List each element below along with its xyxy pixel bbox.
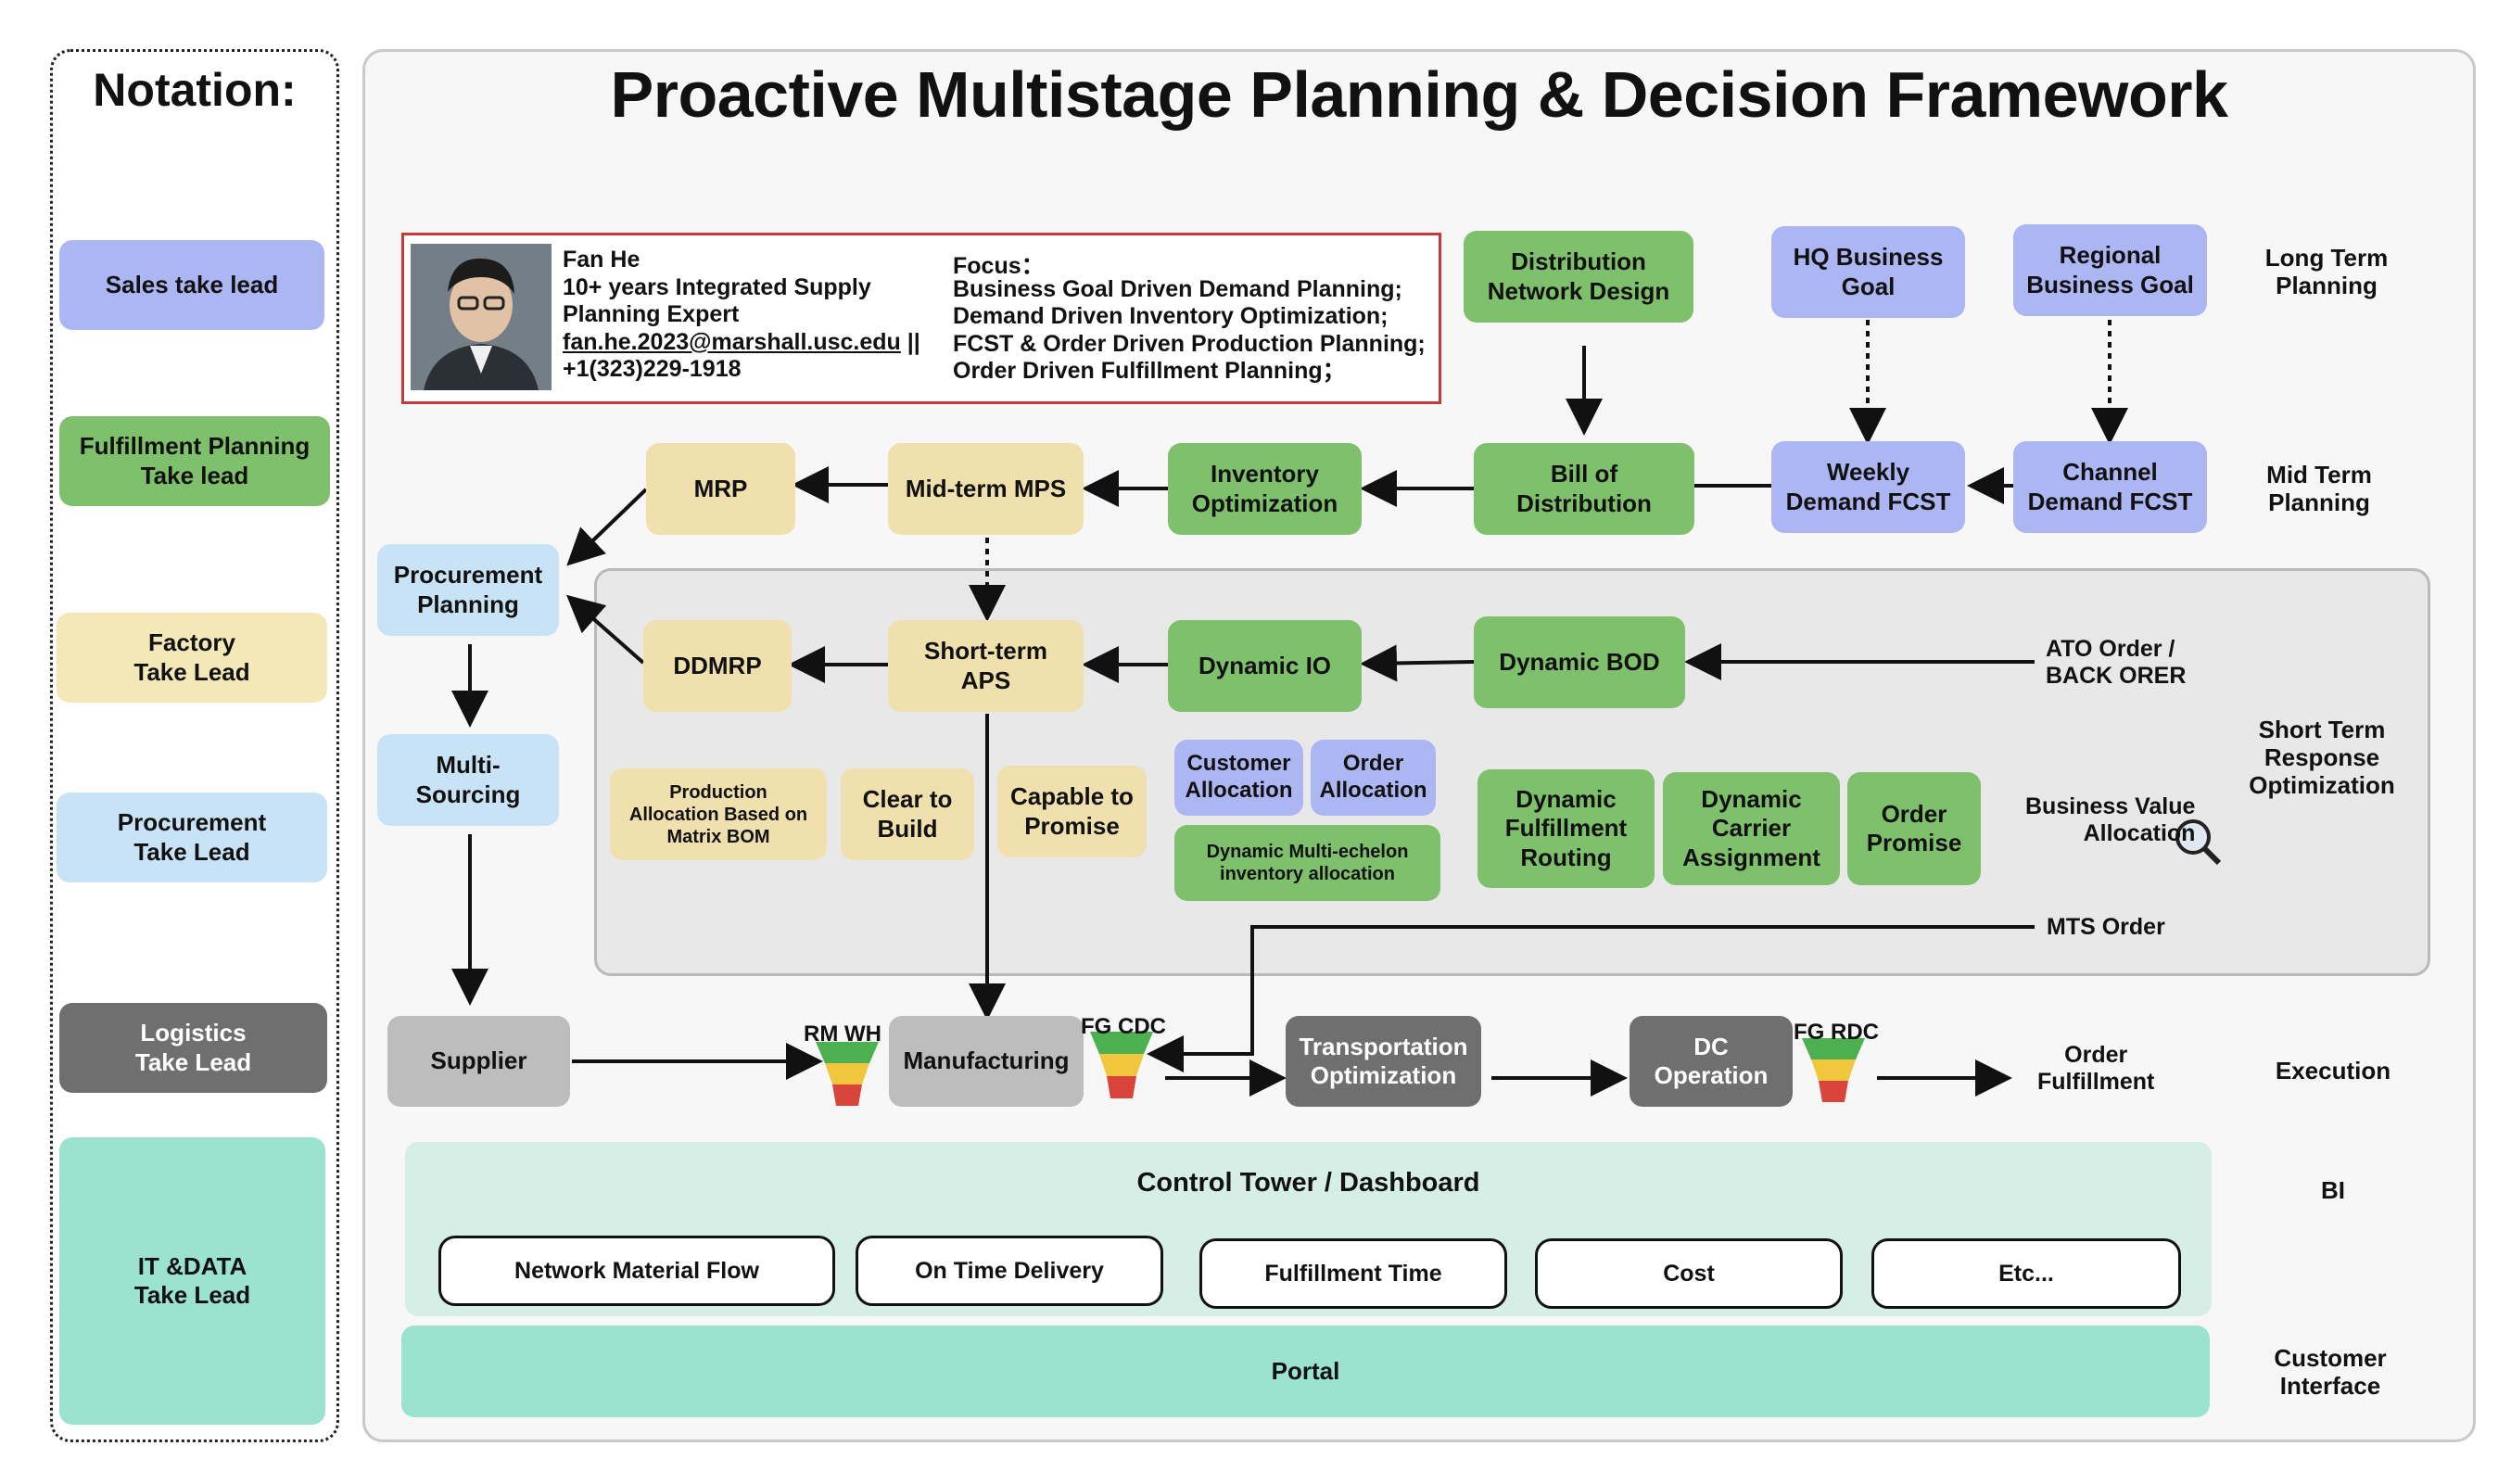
- rm-wh-label: RM WH: [804, 1021, 881, 1046]
- portal-bar[interactable]: Portal: [401, 1325, 2210, 1417]
- profile-name: Fan He: [563, 247, 640, 273]
- control-tower-title: Control Tower / Dashboard: [1136, 1168, 1480, 1198]
- notation-sales: Sales take lead: [59, 240, 324, 330]
- kpi-fulfillment-time[interactable]: Fulfillment Time: [1199, 1238, 1507, 1309]
- business-value-allocation-label: Business Value Allocation: [2025, 793, 2196, 846]
- notation-it-data: IT &DATA Take Lead: [59, 1137, 325, 1425]
- mid-term-mps-box: Mid-term MPS: [888, 443, 1084, 535]
- notation-it-data-label: IT &DATA Take Lead: [133, 1251, 251, 1309]
- notation-panel: [50, 49, 339, 1442]
- focus-item: Order Driven Fulfillment Planning；: [953, 357, 1346, 384]
- fg-rdc-label: FG RDC: [1794, 1020, 1879, 1045]
- horizon-short-term: Short Term Response Optimization: [2249, 716, 2395, 799]
- short-term-aps-box: Short-term APS: [888, 620, 1084, 712]
- notation-logistics-label: Logistics Take Lead: [134, 1019, 252, 1076]
- focus-title: Focus：: [953, 253, 1045, 279]
- procurement-planning-box: Procurement Planning: [377, 544, 559, 636]
- kpi-etc[interactable]: Etc...: [1871, 1238, 2181, 1309]
- ddmrp-box: DDMRP: [643, 620, 792, 712]
- horizon-bi: BI: [2321, 1176, 2345, 1204]
- horizon-mid-term: Mid Term Planning: [2266, 461, 2372, 516]
- capable-to-promise-box: Capable to Promise: [997, 766, 1147, 857]
- horizon-customer-interface: Customer Interface: [2274, 1344, 2387, 1400]
- ato-order-label: ATO Order / BACK ORER: [2046, 636, 2187, 689]
- profile-email[interactable]: fan.he.2023@marshall.usc.edu: [563, 329, 901, 355]
- clear-to-build-box: Clear to Build: [841, 768, 974, 860]
- production-allocation-box: Production Allocation Based on Matrix BO…: [610, 768, 827, 860]
- horizon-long-term: Long Term Planning: [2264, 244, 2389, 299]
- notation-factory: Factory Take Lead: [57, 613, 327, 703]
- profile-headline: 10+ years Integrated Supply Planning Exp…: [563, 274, 871, 328]
- order-promise-box: Order Promise: [1847, 772, 1981, 885]
- notation-procurement-label: Procurement Take Lead: [117, 808, 267, 866]
- magnifier-icon: [2175, 819, 2222, 866]
- dynamic-fulfillment-routing-box: Dynamic Fulfillment Routing: [1477, 769, 1655, 888]
- notation-fulfillment-label: Fulfillment Planning Take lead: [79, 432, 311, 489]
- regional-business-goal-box: Regional Business Goal: [2013, 224, 2207, 316]
- focus-item: Business Goal Driven Demand Planning;: [953, 276, 1402, 302]
- kpi-on-time-delivery[interactable]: On Time Delivery: [856, 1236, 1163, 1306]
- inventory-optimization-box: Inventory Optimization: [1168, 443, 1362, 535]
- person-silhouette-icon: [411, 244, 552, 390]
- focus-item: Demand Driven Inventory Optimization;: [953, 303, 1389, 330]
- fg-cdc-label: FG CDC: [1081, 1014, 1166, 1039]
- profile-phone: +1(323)229-1918: [563, 356, 742, 383]
- manufacturing-box: Manufacturing: [889, 1016, 1084, 1107]
- focus-item: FCST & Order Driven Production Planning;: [953, 330, 1426, 357]
- order-fulfillment-label: Order Fulfillment: [2037, 1042, 2155, 1095]
- kpi-cost[interactable]: Cost: [1535, 1238, 1843, 1309]
- notation-heading: Notation:: [93, 64, 297, 116]
- profile-contact: fan.he.2023@marshall.usc.edu || +1(323)2…: [563, 329, 920, 384]
- profile-separator: ||: [900, 329, 920, 355]
- inventory-funnel-icon: [816, 1042, 879, 1106]
- arrow-bod-to-dynio: [1360, 644, 1475, 682]
- page-title: Proactive Multistage Planning & Decision…: [610, 58, 2228, 131]
- transportation-optimization-box: Transportation Optimization: [1286, 1016, 1481, 1107]
- arrow-mrp-to-procurement: [566, 488, 648, 566]
- order-allocation-box: Order Allocation: [1311, 740, 1436, 816]
- mts-order-label: MTS Order: [2047, 914, 2165, 940]
- kpi-network-material-flow[interactable]: Network Material Flow: [438, 1236, 835, 1306]
- inventory-funnel-icon: [1090, 1032, 1153, 1098]
- arrow-ddmrp-to-procurement: [566, 594, 645, 665]
- hq-business-goal-box: HQ Business Goal: [1771, 226, 1965, 318]
- customer-allocation-box: Customer Allocation: [1174, 740, 1303, 816]
- notation-logistics: Logistics Take Lead: [59, 1003, 327, 1093]
- focus-list: Business Goal Driven Demand Planning; De…: [953, 276, 1426, 385]
- supplier-box: Supplier: [387, 1016, 570, 1107]
- notation-factory-label: Factory Take Lead: [133, 628, 250, 686]
- notation-sales-label: Sales take lead: [105, 270, 279, 298]
- bill-of-distribution-box: Bill of Distribution: [1474, 443, 1694, 535]
- profile-photo: [411, 244, 552, 390]
- mrp-box: MRP: [646, 443, 795, 535]
- horizon-execution: Execution: [2275, 1057, 2391, 1084]
- arrow-mts-to-fgcdc: [1147, 925, 2035, 1072]
- dynamic-bod-box: Dynamic BOD: [1474, 616, 1685, 708]
- channel-demand-fcst-box: Channel Demand FCST: [2013, 441, 2207, 533]
- distribution-network-design-box: Distribution Network Design: [1464, 231, 1693, 323]
- dynamic-multi-echelon-box: Dynamic Multi-echelon inventory allocati…: [1174, 825, 1440, 901]
- notation-procurement: Procurement Take Lead: [57, 793, 327, 882]
- weekly-demand-fcst-box: Weekly Demand FCST: [1771, 441, 1965, 533]
- profile-card: [401, 233, 1441, 404]
- multi-sourcing-box: Multi- Sourcing: [377, 734, 559, 826]
- dynamic-io-box: Dynamic IO: [1168, 620, 1362, 712]
- inventory-funnel-icon: [1802, 1038, 1865, 1102]
- dynamic-carrier-assignment-box: Dynamic Carrier Assignment: [1663, 772, 1840, 885]
- notation-fulfillment: Fulfillment Planning Take lead: [59, 416, 330, 506]
- dc-operation-box: DC Operation: [1630, 1016, 1793, 1107]
